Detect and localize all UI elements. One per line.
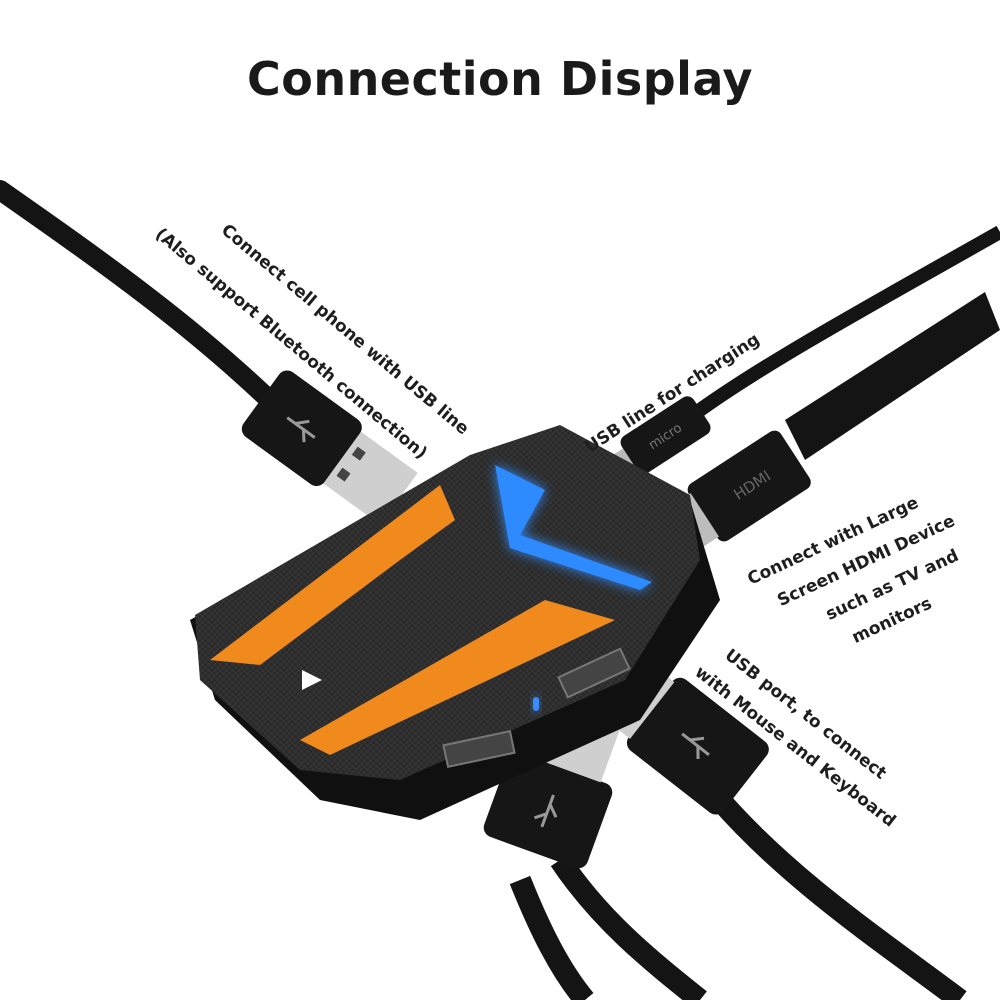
- usb-trident-icon: [286, 416, 316, 443]
- usb-port-left: [442, 729, 516, 769]
- status-led: [533, 697, 539, 711]
- play-triangle-icon: [302, 670, 322, 690]
- usb-port-right: [557, 647, 631, 699]
- orange-stripe-top: [210, 485, 455, 665]
- blue-glow-logo: [495, 465, 652, 590]
- page-title: Connection Display: [246, 52, 754, 106]
- phone-usb-cable: [0, 180, 418, 525]
- orange-stripe-bottom: [300, 600, 615, 755]
- adapter-device: [190, 425, 720, 820]
